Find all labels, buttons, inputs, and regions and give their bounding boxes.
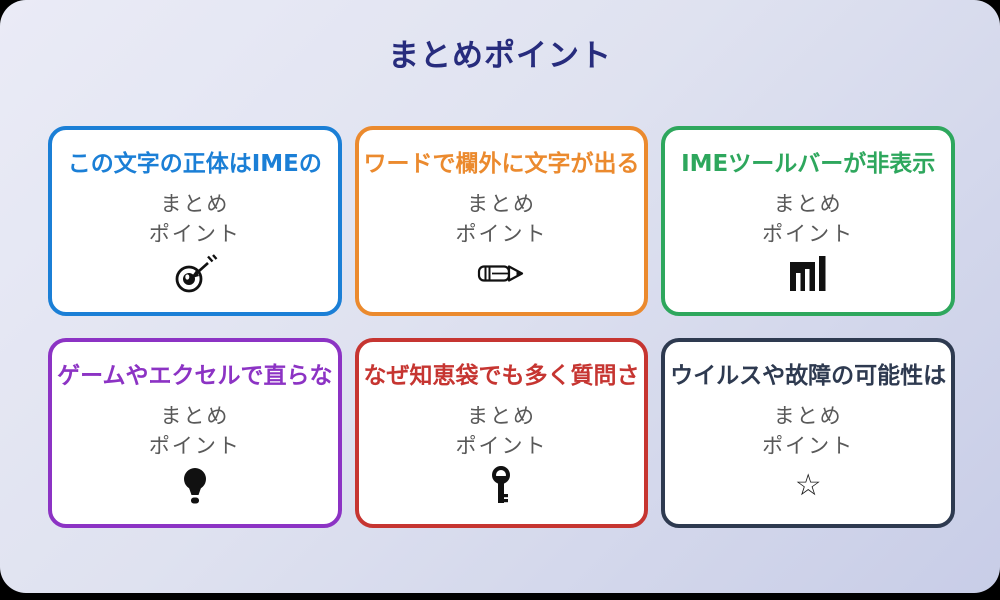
summary-card-chiebukuro-questions: なぜ知恵袋でも多く質問さ まとめ ポイント [354,338,649,528]
card-title: ワードで欄外に文字が出る [363,151,640,177]
key-icon [489,465,513,507]
card-body-text: まとめ ポイント [455,404,548,458]
card-body-text: まとめ ポイント [762,404,855,458]
summary-card-grid: この文字の正体はIMEの まとめ ポイント ワードで欄外に文字が出る [48,126,955,528]
summary-card-ime-identity: この文字の正体はIMEの まとめ ポイント [48,126,342,316]
summary-card-virus-failure: ウイルスや故障の可能性は まとめ ポイント ☆ [661,338,955,528]
card-body-text: まとめ ポイント [148,404,241,458]
card-title: IMEツールバーが非表示 [681,151,936,177]
pencil-icon [477,253,525,295]
page-title: まとめポイント [388,38,612,74]
summary-card-game-excel: ゲームやエクセルで直らな まとめ ポイント [48,338,342,528]
summary-card-ime-toolbar-hidden: IMEツールバーが非表示 まとめ ポイント [661,126,955,316]
summary-card-word-margin: ワードで欄外に文字が出る まとめ ポイント [354,126,649,316]
target-dart-icon [172,253,218,295]
card-title: ゲームやエクセルで直らな [57,363,333,389]
star-icon: ☆ [794,467,822,503]
card-title: なぜ知恵袋でも多く質問さ [363,363,640,389]
card-body-text: まとめ ポイント [455,192,548,246]
card-body-text: まとめ ポイント [762,192,855,246]
card-body-text: まとめ ポイント [148,192,241,246]
card-title: この文字の正体はIMEの [67,151,322,177]
card-title: ウイルスや故障の可能性は [670,363,947,389]
lightbulb-icon [182,465,208,507]
bar-chart-icon [788,253,828,295]
